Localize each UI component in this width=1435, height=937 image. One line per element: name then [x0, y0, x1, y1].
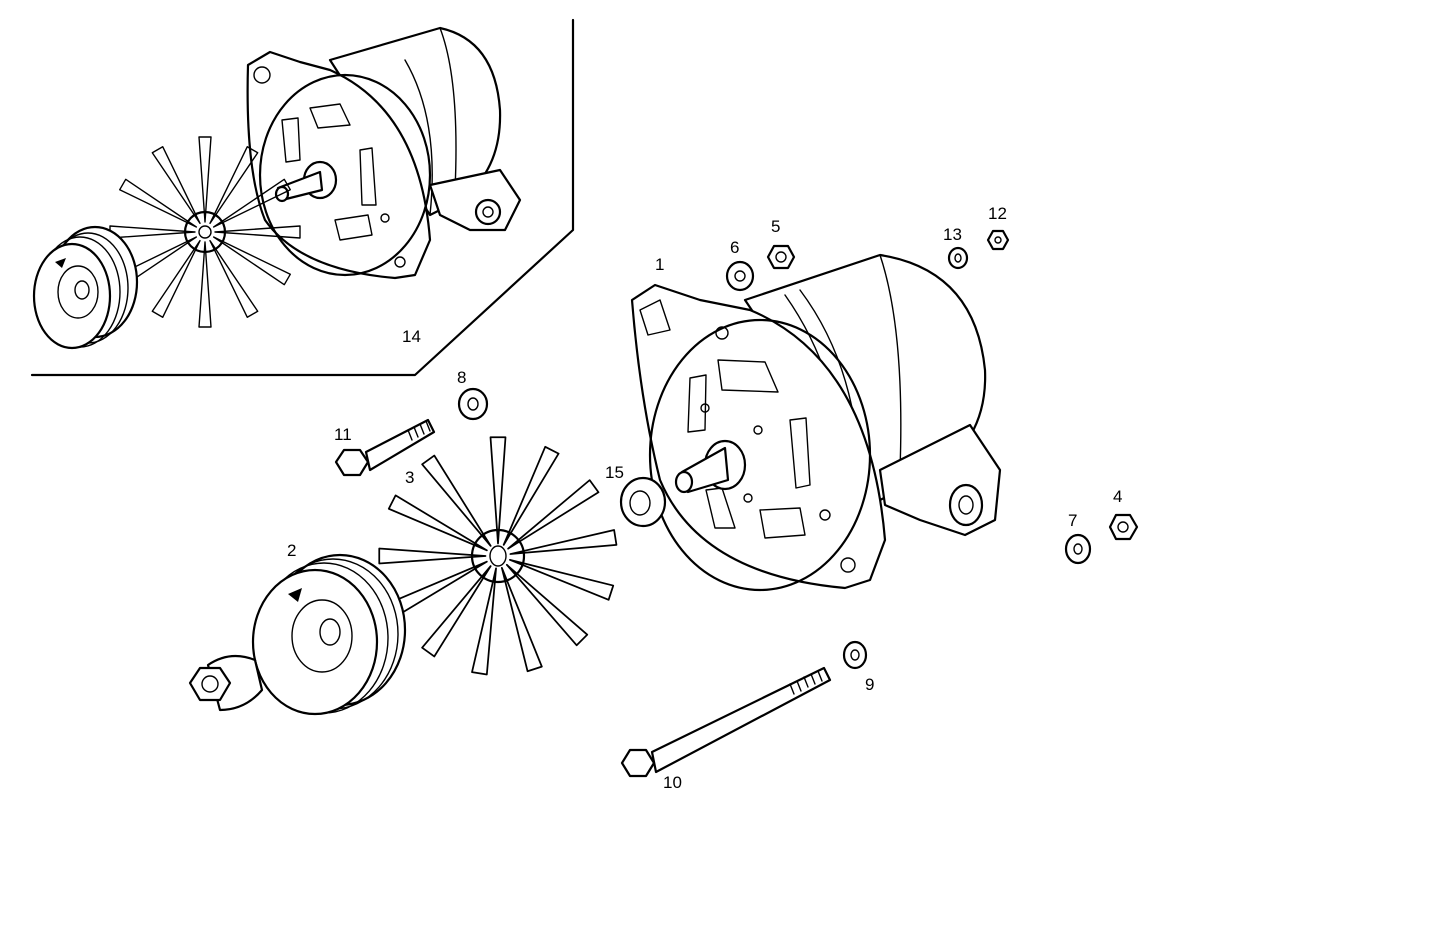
washer-9: [842, 640, 868, 670]
pulley-2: [251, 553, 407, 716]
callout-8: 8: [457, 368, 466, 387]
washer-8: [457, 387, 489, 421]
spacer-ring-15: [619, 476, 667, 528]
callout-3: 3: [405, 468, 414, 487]
inset-frame: [30, 18, 575, 377]
callout-9: 9: [865, 675, 874, 694]
washer-6: [725, 260, 755, 292]
callout-13: 13: [943, 225, 962, 244]
alternator-main: [630, 253, 1002, 592]
nut-12: [986, 229, 1010, 251]
washer-13: [947, 246, 969, 270]
inset-pulley: [32, 225, 139, 350]
callout-4: 4: [1113, 487, 1122, 506]
washer-7: [1064, 533, 1092, 565]
inset-alternator-housing: [246, 26, 522, 280]
callout-1: 1: [655, 255, 664, 274]
callout-2: 2: [287, 541, 296, 560]
callout-15: 15: [605, 463, 624, 482]
inset-fan: [109, 136, 301, 328]
nut-4: [1108, 513, 1139, 541]
callout-14: 14: [402, 327, 421, 346]
cooling-fan-3: [378, 436, 618, 676]
callout-12: 12: [988, 204, 1007, 223]
callout-6: 6: [730, 238, 739, 257]
pulley-nut: [188, 654, 264, 712]
nut-5: [766, 244, 796, 270]
callout-5: 5: [771, 217, 780, 236]
callout-10: 10: [663, 773, 682, 792]
callout-11: 11: [334, 425, 352, 444]
long-bolt-10: [620, 666, 832, 778]
short-bolt-11: [334, 418, 436, 477]
callout-7: 7: [1068, 511, 1077, 530]
